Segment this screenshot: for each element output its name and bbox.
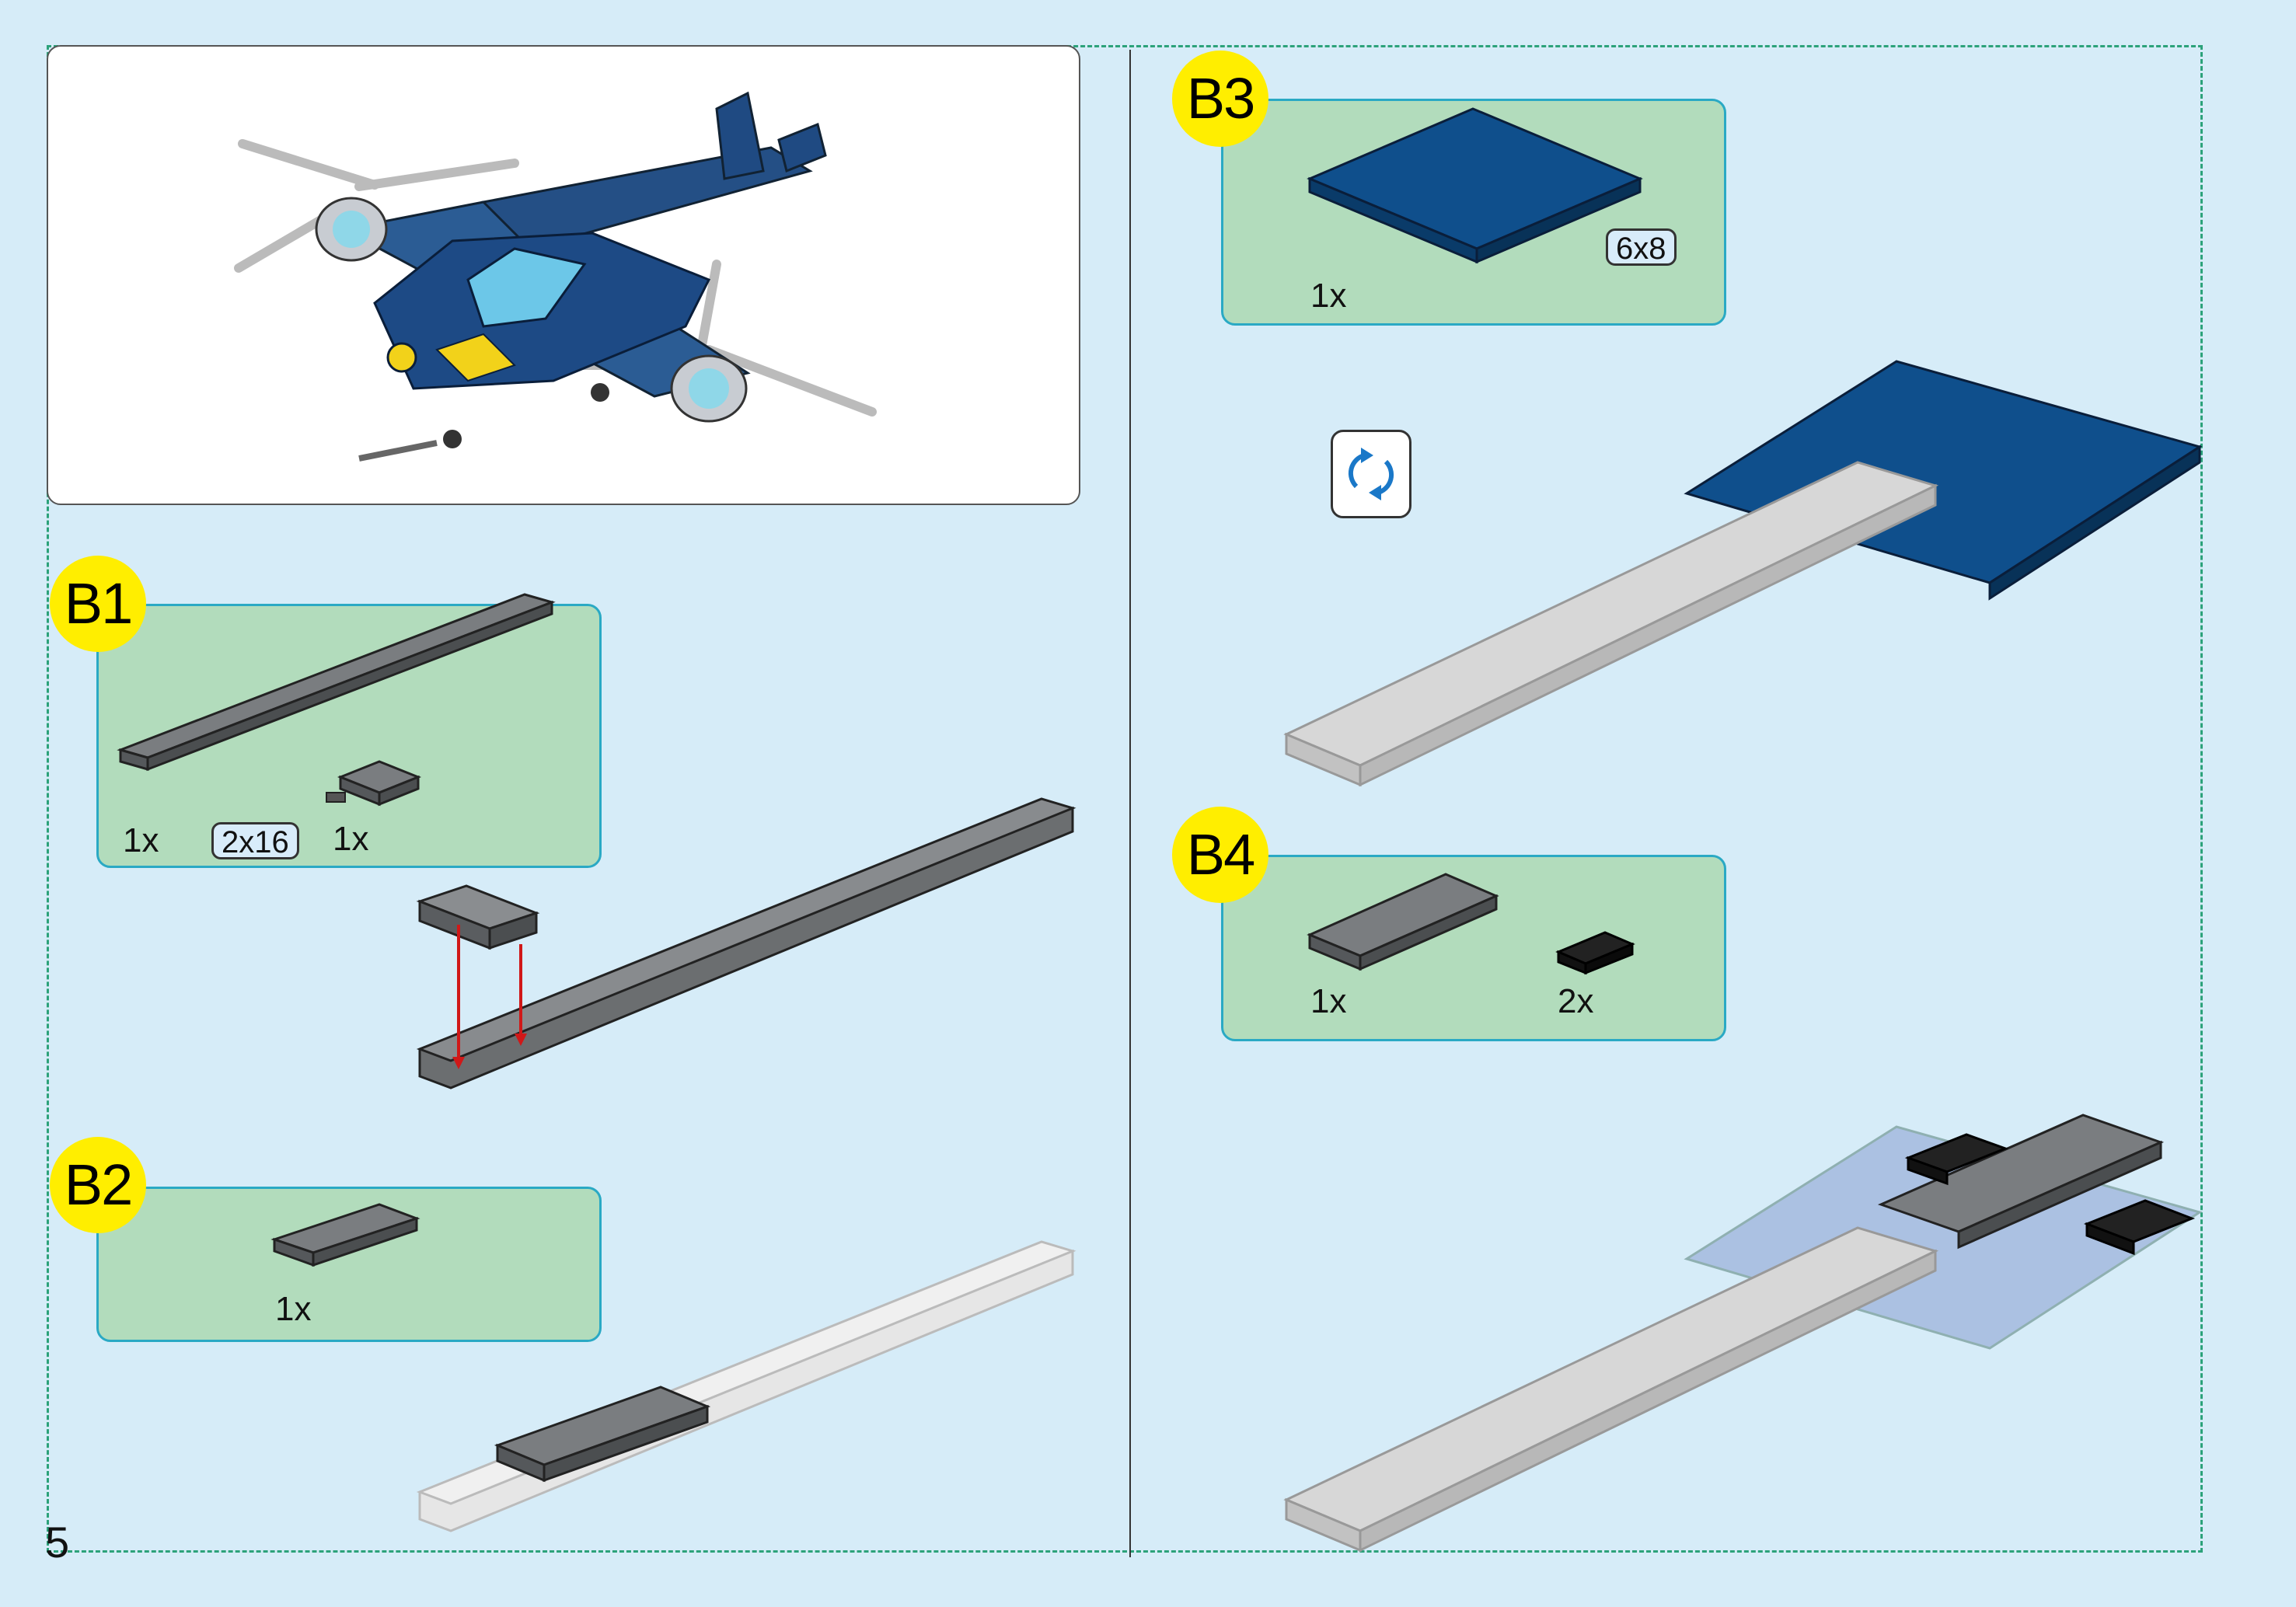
finished-model-panel — [47, 45, 1080, 505]
part-size-label-2x16: 2x16 — [211, 822, 299, 859]
step-b1-badge: B1 — [50, 556, 146, 652]
step-b4-assembly-illustration — [1283, 1114, 2203, 1553]
rotate-model-icon — [1331, 430, 1411, 518]
plate-6x8-blue — [1307, 107, 1643, 264]
part-qty-b4-black-plate: 2x — [1558, 982, 1594, 1020]
part-qty-b1-pin-plate: 1x — [333, 820, 369, 858]
step-b2-parts-panel — [96, 1187, 602, 1342]
part-qty-b2-plate: 1x — [275, 1290, 312, 1328]
step-b2-badge: B2 — [50, 1137, 146, 1233]
step-b3-assembly-illustration — [1283, 360, 2203, 787]
plate-with-pin-dark-gray — [326, 760, 422, 807]
step-b4-parts-panel — [1221, 855, 1726, 1041]
part-qty-b3-plate: 1x — [1310, 277, 1347, 315]
part-size-label-6x8: 6x8 — [1606, 228, 1677, 266]
plate-2x4-dark-gray-b4 — [1307, 873, 1499, 971]
step-b2-assembly-illustration — [416, 1240, 1076, 1532]
step-b1-assembly-illustration — [416, 797, 1076, 1089]
step-b3-badge: B3 — [1172, 51, 1268, 147]
page-number: 5 — [45, 1518, 70, 1567]
column-divider — [1129, 50, 1131, 1557]
helicopter-model-illustration — [234, 91, 877, 462]
plate-1x2-black — [1555, 931, 1635, 975]
step-b4-badge: B4 — [1172, 807, 1268, 903]
plate-2x16-dark-gray — [117, 593, 556, 772]
part-qty-b4-plate: 1x — [1310, 982, 1347, 1020]
part-qty-b1-plate: 1x — [123, 821, 159, 859]
dashed-page-frame — [47, 45, 2203, 1553]
plate-2x4-dark-gray — [270, 1203, 420, 1267]
